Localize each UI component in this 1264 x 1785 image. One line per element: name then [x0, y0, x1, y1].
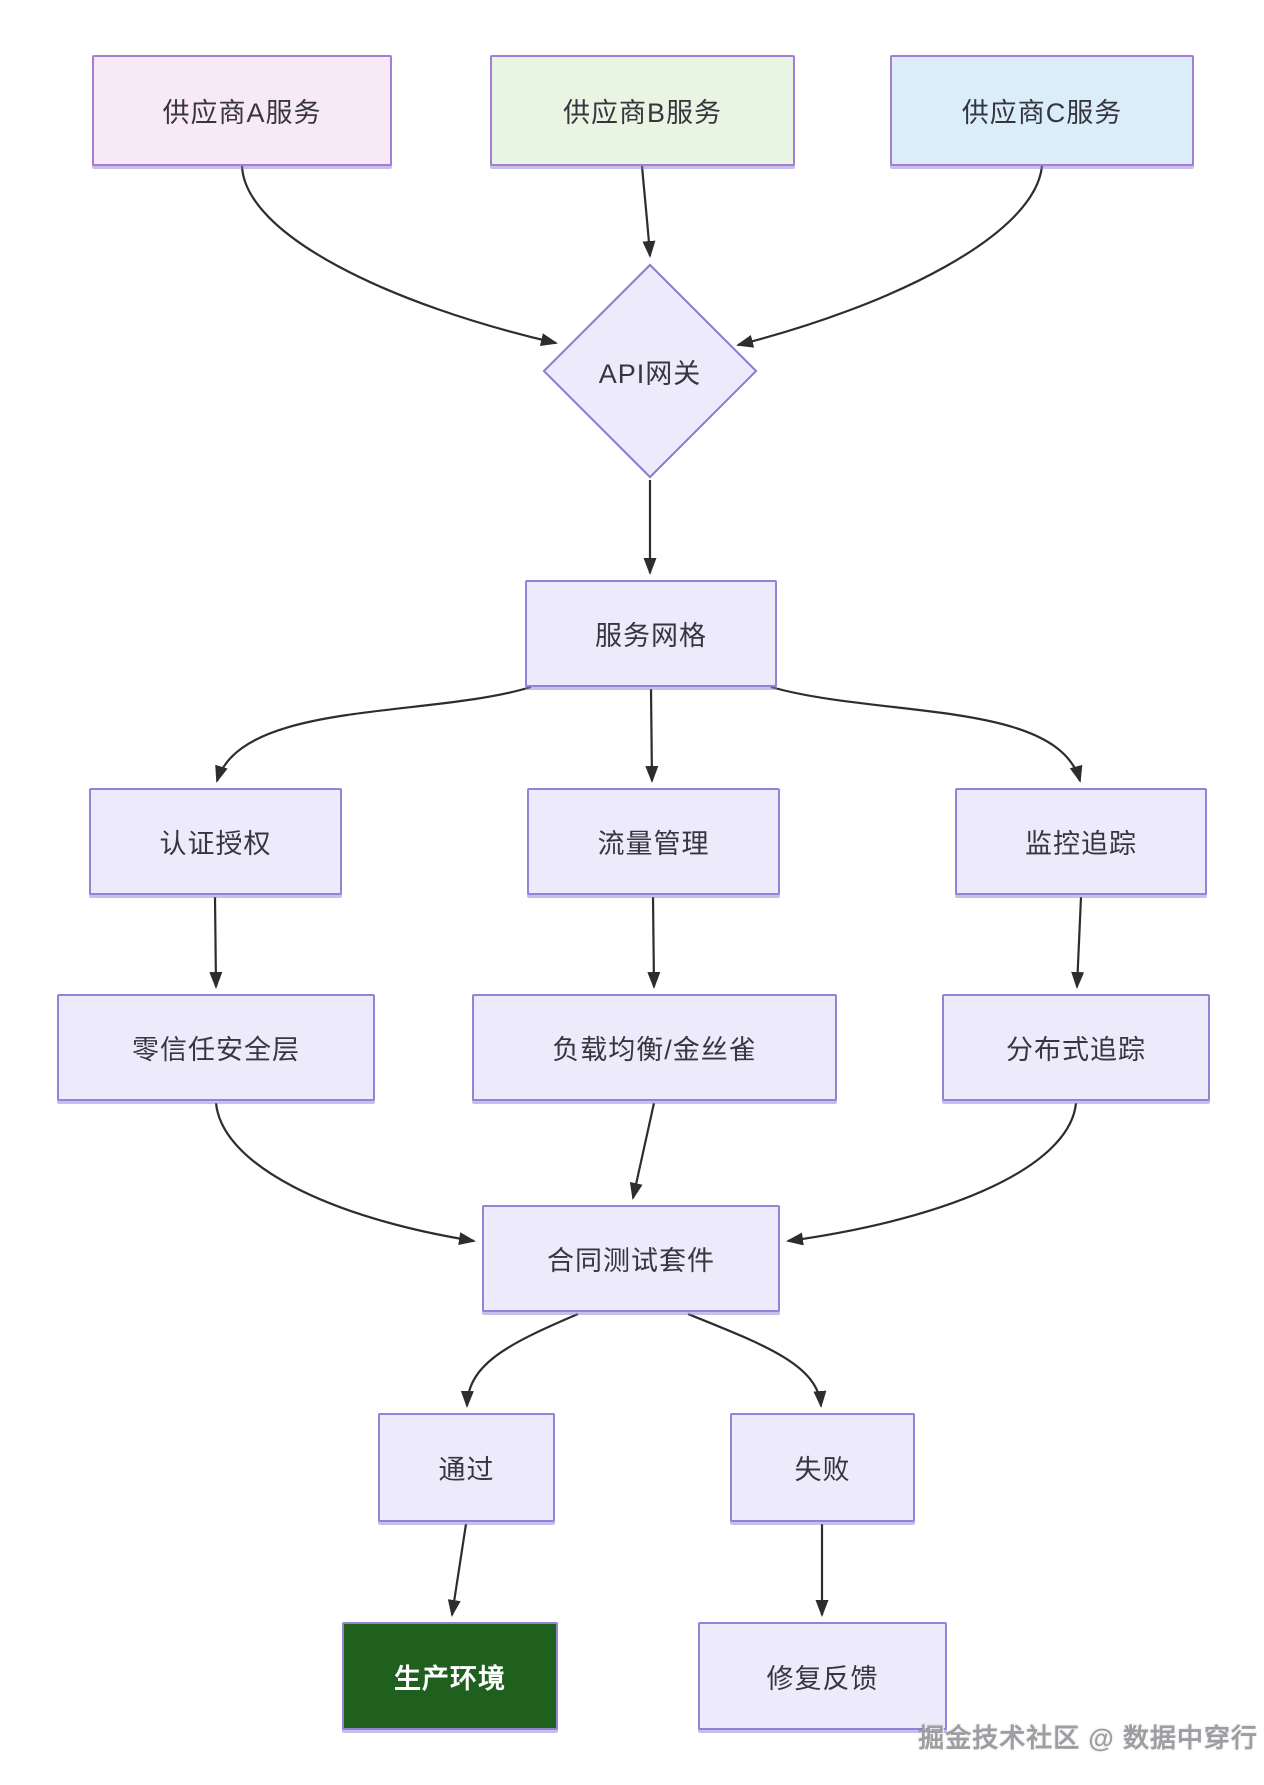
- node-production-env-label: 生产环境: [394, 1663, 506, 1694]
- node-supplier-a-label: 供应商A服务: [162, 98, 322, 128]
- node-service-mesh: 服务网格: [525, 580, 777, 687]
- node-fail: 失败: [730, 1413, 915, 1522]
- node-traffic-management-label: 流量管理: [597, 829, 710, 859]
- node-supplier-b: 供应商B服务: [490, 55, 795, 166]
- node-auth: 认证授权: [89, 788, 342, 895]
- edge-contract-test-to-fail: [687, 1312, 827, 1408]
- node-monitoring-tracing-label: 监控追踪: [1025, 829, 1137, 859]
- node-load-balance-canary-label: 负载均衡/金丝雀: [552, 1035, 757, 1065]
- edge-contract-test-to-pass: [460, 1312, 579, 1408]
- node-zero-trust-layer: 零信任安全层: [57, 994, 375, 1101]
- edge-load-balance-to-contract-test: [629, 1102, 656, 1200]
- node-fail-label: 失败: [794, 1455, 851, 1485]
- edge-traffic-to-load-balance: [647, 896, 661, 989]
- edge-service-mesh-to-monitoring: [770, 685, 1083, 783]
- node-pass: 通过: [378, 1413, 555, 1522]
- node-supplier-c-label: 供应商C服务: [961, 98, 1123, 128]
- node-supplier-a: 供应商A服务: [92, 55, 392, 166]
- edge-supplier-a-to-api-gateway: [240, 165, 558, 346]
- edge-pass-to-production: [447, 1523, 468, 1617]
- node-distributed-tracing-label: 分布式追踪: [1006, 1035, 1146, 1065]
- node-production-env: 生产环境: [342, 1622, 558, 1730]
- edge-auth-to-zero-trust: [209, 896, 223, 989]
- node-pass-label: 通过: [438, 1455, 495, 1485]
- edge-service-mesh-to-auth: [215, 685, 532, 783]
- node-zero-trust-layer-label: 零信任安全层: [132, 1035, 300, 1065]
- edge-supplier-b-to-api-gateway: [640, 165, 656, 258]
- watermark: 掘金技术社区 @ 数据中穿行: [918, 1723, 1258, 1753]
- edge-dist-tracing-to-contract-test: [786, 1102, 1078, 1246]
- edge-supplier-c-to-api-gateway: [736, 165, 1044, 348]
- edge-zero-trust-to-contract-test: [214, 1102, 476, 1246]
- node-supplier-c: 供应商C服务: [890, 55, 1194, 166]
- node-auth-label: 认证授权: [159, 829, 272, 859]
- node-service-mesh-label: 服务网格: [595, 621, 707, 651]
- node-contract-test-suite-label: 合同测试套件: [547, 1246, 715, 1276]
- node-fix-feedback: 修复反馈: [698, 1622, 947, 1730]
- edge-monitoring-to-dist-tracing: [1071, 896, 1085, 989]
- node-distributed-tracing: 分布式追踪: [942, 994, 1210, 1101]
- node-monitoring-tracing: 监控追踪: [955, 788, 1207, 895]
- node-traffic-management: 流量管理: [527, 788, 780, 895]
- node-api-gateway-label: API网关: [598, 358, 702, 389]
- node-fix-feedback-label: 修复反馈: [766, 1663, 879, 1694]
- edge-service-mesh-to-traffic: [645, 688, 659, 783]
- node-supplier-b-label: 供应商B服务: [562, 98, 722, 128]
- node-contract-test-suite: 合同测试套件: [482, 1205, 780, 1312]
- node-load-balance-canary: 负载均衡/金丝雀: [472, 994, 837, 1101]
